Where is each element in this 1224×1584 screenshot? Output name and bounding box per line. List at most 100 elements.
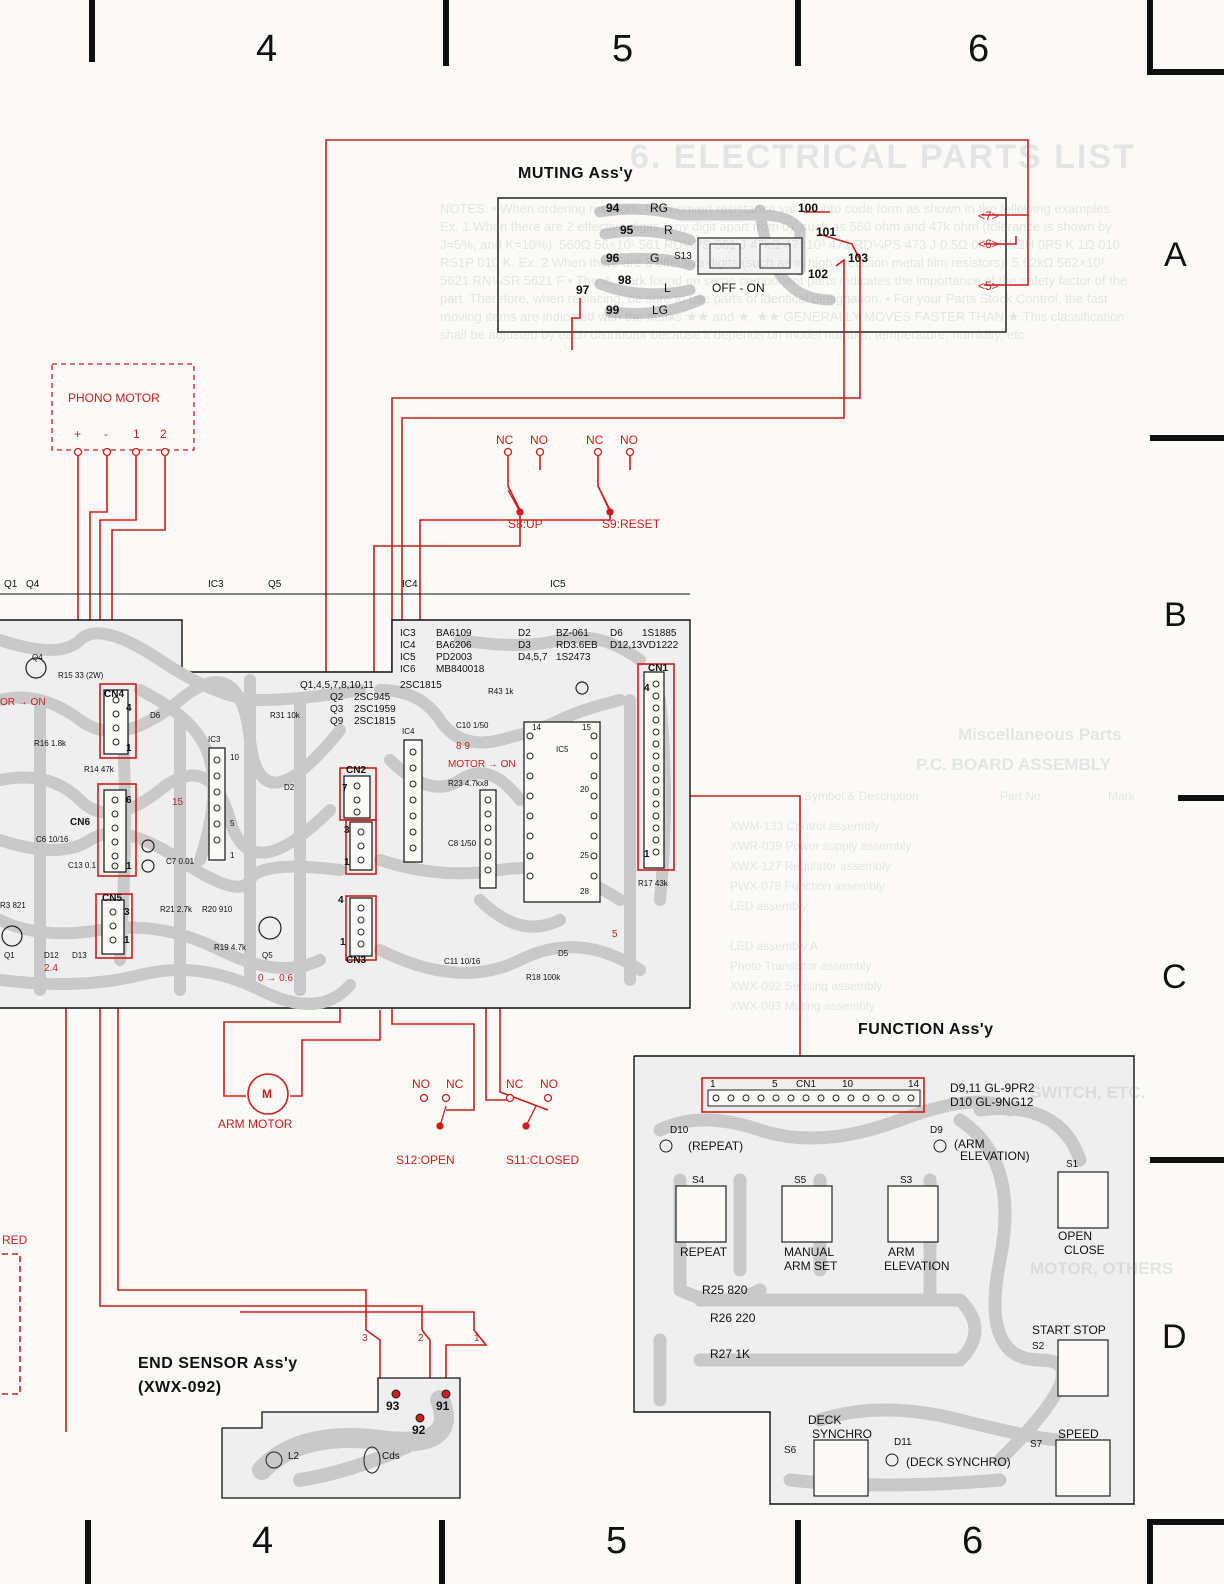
part-c7: C7 0.01 xyxy=(166,857,195,866)
bleed-motor: MOTOR, OTHERS xyxy=(1030,1259,1174,1278)
fn-s6: S6 xyxy=(784,1445,797,1456)
part-r20: R20 910 xyxy=(202,905,233,914)
ic-cell: IC4 xyxy=(400,640,416,651)
ic-cell: IC5 xyxy=(400,652,416,663)
q-cell: 2SC1815 xyxy=(354,716,396,727)
annot-0-06: 0 → 0.6 xyxy=(258,973,294,984)
cn5-pin-1: 1 xyxy=(124,935,130,946)
end-conn-1: 1 xyxy=(474,1333,480,1344)
grid-row-b: B xyxy=(1164,596,1187,634)
part-d6: D6 xyxy=(150,711,161,720)
muting-label-offon: OFF - ON xyxy=(712,281,765,295)
ic-cell: IC6 xyxy=(400,664,416,675)
s9-no: NO xyxy=(620,433,638,447)
end-pin-91: 91 xyxy=(436,1399,450,1413)
part-q5: Q5 xyxy=(262,951,273,960)
fn-d11: D11 xyxy=(894,1437,912,1448)
pin-97: 97 xyxy=(576,283,590,297)
muting-label-s13: S13 xyxy=(674,251,692,262)
part-r18: R18 100k xyxy=(526,973,561,982)
grid-col-4-bottom: 4 xyxy=(252,1520,274,1562)
part-r23: R23 4.7kx8 xyxy=(448,779,489,788)
fn-cn1-label: CN1 xyxy=(796,1079,817,1090)
cn4-pin-4: 4 xyxy=(126,703,132,714)
arm-motor-label: ARM MOTOR xyxy=(218,1117,293,1131)
fn-s3: S3 xyxy=(900,1175,913,1186)
label-q4: Q4 xyxy=(26,579,40,590)
function-title: FUNCTION Ass'y xyxy=(858,1021,994,1038)
part-d5: D5 xyxy=(558,949,569,958)
bleed-row: XWM-133 Control assembly xyxy=(730,819,880,833)
q-cell: Q9 xyxy=(330,716,344,727)
fn-deck-label: DECK xyxy=(808,1413,842,1427)
cn1-pin-1: 1 xyxy=(644,849,650,860)
pin-98: 98 xyxy=(618,273,632,287)
grid-row-c: C xyxy=(1162,958,1187,996)
bleed-row: XWX-093 Muting assembly xyxy=(730,999,875,1013)
grid-row-a: A xyxy=(1164,236,1187,274)
q-cell: 2SC1959 xyxy=(354,704,396,715)
fn-repeat-label: REPEAT xyxy=(680,1245,728,1259)
cn6-pin-6: 6 xyxy=(126,795,132,806)
grid-col-6-bottom: 6 xyxy=(962,1520,984,1562)
fn-synchro-label: SYNCHRO xyxy=(812,1427,873,1441)
end-pin-92: 92 xyxy=(412,1423,426,1437)
part-r31: R31 10k xyxy=(270,711,300,720)
bleed-misc: Miscellaneous Parts xyxy=(958,725,1122,744)
cn4-pin-1: 1 xyxy=(126,743,132,754)
bleed-notes: NOTES: • When ordering resistors, first … xyxy=(440,201,1128,342)
bleed-row: XWR-039 Power supply assembly xyxy=(730,839,912,853)
fn-cn1-pin10: 10 xyxy=(842,1079,854,1090)
label-q5: Q5 xyxy=(268,579,282,590)
part-r21: R21 2.7k xyxy=(160,905,193,914)
ic-cell: IC3 xyxy=(400,628,416,639)
s8-nc: NC xyxy=(496,433,514,447)
ic-cell: RD3.6EB xyxy=(556,640,598,651)
bleed-pcb: P.C. BOARD ASSEMBLY xyxy=(916,755,1111,774)
bleed-row: Photo Transistor assembly xyxy=(730,959,872,973)
cn4-label: CN4 xyxy=(104,689,125,700)
ic-cell: BA6206 xyxy=(436,640,472,651)
q-cell: Q3 xyxy=(330,704,344,715)
annot-motor-on: MOTOR → ON xyxy=(448,759,516,770)
fn-armset-label: ARM SET xyxy=(784,1259,838,1273)
cn1-pin-4: 4 xyxy=(644,683,650,694)
end-part-cds: Cds xyxy=(382,1451,400,1462)
muting-title: MUTING Ass'y xyxy=(518,165,634,182)
part-c11: C11 10/16 xyxy=(444,957,481,966)
ic-cell: PD2003 xyxy=(436,652,473,663)
cn3-label: CN3 xyxy=(346,955,367,966)
bleed-row: PWX-078 Function assembly xyxy=(730,879,885,893)
label-ic4: IC4 xyxy=(402,579,418,590)
part-ic3: IC3 xyxy=(208,735,221,744)
fn-s2: S2 xyxy=(1032,1341,1045,1352)
part-c10: C10 1/50 xyxy=(456,721,489,730)
fn-s1: S1 xyxy=(1066,1159,1079,1170)
pin-102: 102 xyxy=(808,267,829,281)
cn6-pin-1: 1 xyxy=(126,861,132,872)
grid-col-5-top: 5 xyxy=(612,28,634,70)
end-part-l2: L2 xyxy=(288,1451,300,1462)
arm-motor-m: M xyxy=(262,1087,272,1101)
part-c13: C13 0.1 xyxy=(68,861,97,870)
s12-label: S12:OPEN xyxy=(396,1153,455,1167)
end-conn-2: 2 xyxy=(418,1333,424,1344)
ic5-pin-20: 20 xyxy=(580,785,589,794)
part-r19: R19 4.7k xyxy=(214,943,247,952)
pin-100: 100 xyxy=(798,201,819,215)
ic5-pin-25: 25 xyxy=(580,851,589,860)
fn-cn1-pin1: 1 xyxy=(710,1079,716,1090)
muting-label-r: R xyxy=(664,223,673,237)
cn3-pin-4: 4 xyxy=(338,895,344,906)
end-sensor-title: END SENSOR Ass'y xyxy=(138,1355,298,1372)
fn-cn1-pin14: 14 xyxy=(908,1079,920,1090)
pin-101: 101 xyxy=(816,225,837,239)
muting-label-l: L xyxy=(664,281,671,295)
fn-diode-note-1: D9,11 GL-9PR2 xyxy=(950,1081,1035,1095)
fn-r26: R26 220 xyxy=(710,1311,756,1325)
